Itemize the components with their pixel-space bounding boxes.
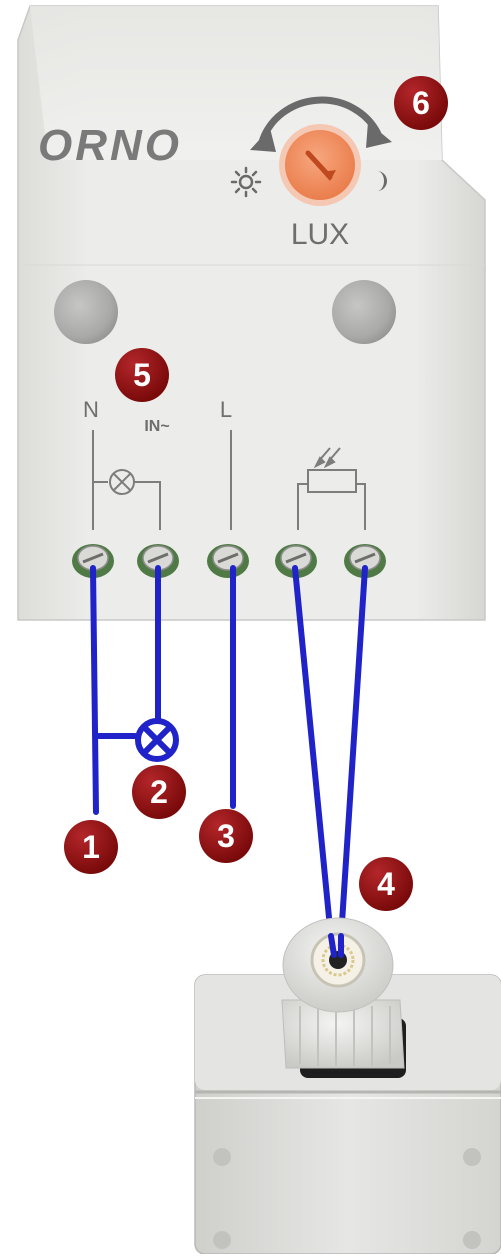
mounting-hole-right: [332, 280, 396, 344]
callout-3: 3: [199, 809, 253, 863]
moon-icon: [377, 171, 387, 191]
brand-logo: ORNO: [38, 121, 182, 170]
device-housing: [17, 5, 486, 621]
callout-number: 1: [82, 829, 100, 865]
wires-into-gland: [328, 933, 344, 958]
terminal-screw: [344, 544, 386, 578]
callout-number: 3: [217, 818, 235, 854]
dial-label: LUX: [291, 218, 349, 251]
terminal-screw: [207, 544, 249, 578]
wire-neutral: [90, 565, 99, 815]
rotation-arrow-icon: [258, 96, 382, 144]
terminal-screw: [72, 544, 114, 578]
callouts: 1 2 3 4 5 6: [64, 76, 448, 911]
mounting-hole-left: [54, 280, 118, 344]
wires: [90, 565, 368, 941]
callout-5: 5: [115, 348, 169, 402]
sun-icon: [230, 166, 262, 198]
callout-number: 5: [133, 357, 151, 393]
callout-2: 2: [132, 765, 186, 819]
terminal-label-in: IN~: [144, 418, 169, 435]
terminal-block: [72, 544, 386, 578]
callout-number: 2: [150, 774, 168, 810]
callout-1: 1: [64, 820, 118, 874]
photoresistor-icon: [307, 469, 357, 493]
callout-4: 4: [359, 857, 413, 911]
callout-6: 6: [394, 76, 448, 130]
printed-schematic: [92, 430, 366, 530]
wire-sensor-b: [338, 565, 368, 941]
lux-dial-area: LUX: [230, 96, 392, 251]
terminal-screw: [137, 544, 179, 578]
callout-number: 6: [412, 85, 430, 121]
light-sensor-box: [194, 917, 501, 1255]
wire-sensor-a: [292, 565, 334, 941]
lamp-icon: [135, 718, 179, 762]
terminal-screw: [275, 544, 317, 578]
callout-number: 4: [377, 866, 395, 902]
terminal-label-n: N: [83, 397, 99, 422]
terminal-label-l: L: [220, 397, 232, 422]
